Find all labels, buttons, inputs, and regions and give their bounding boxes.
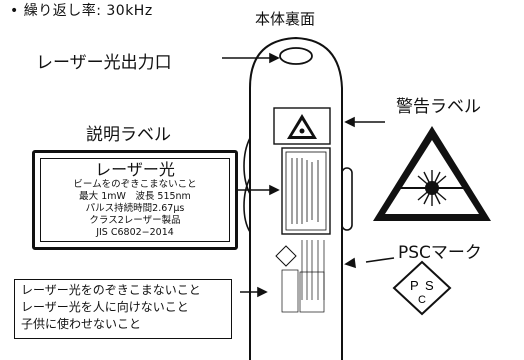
safety-note-line-1: レーザー光をのぞきこまないこと bbox=[21, 283, 201, 297]
label-title: レーザー光 bbox=[95, 160, 175, 179]
label-line-3: パルス持続時間2.67μs bbox=[85, 203, 185, 214]
psc-letter-s: S bbox=[425, 278, 434, 293]
safety-note-box: レーザー光をのぞきこまないこと レーザー光を人に向けないこと 子供に使わせないこ… bbox=[14, 279, 232, 339]
device-warning-label bbox=[273, 107, 331, 145]
device-psc-area bbox=[275, 240, 325, 313]
device-body-outline bbox=[249, 36, 343, 360]
warning-label-caption: 警告ラベル bbox=[396, 97, 481, 117]
laser-aperture-label: レーザー光出力口 bbox=[36, 53, 172, 73]
label-line-4: クラス2レーザー製品 bbox=[89, 215, 181, 226]
explanation-label-box: レーザー光 ビームをのぞきこまないこと 最大 1mW 波長 515nm パルス持… bbox=[32, 150, 238, 250]
psc-letter-c: C bbox=[418, 294, 426, 306]
laser-aperture bbox=[279, 47, 313, 65]
arrow-psc bbox=[365, 257, 395, 263]
explanation-label-inner: レーザー光 ビームをのぞきこまないこと 最大 1mW 波長 515nm パルス持… bbox=[40, 158, 230, 242]
repetition-rate-text: • 繰り返し率: 30kHz bbox=[10, 3, 153, 19]
back-view-title: 本体裏面 bbox=[255, 10, 316, 28]
side-button-lower bbox=[243, 177, 251, 233]
side-switch bbox=[341, 167, 353, 231]
label-line-2: 最大 1mW 波長 515nm bbox=[79, 191, 191, 202]
psc-mark-caption: PSCマーク bbox=[398, 243, 482, 263]
device-explanation-label bbox=[281, 147, 331, 235]
explanation-label-caption: 説明ラベル bbox=[86, 125, 171, 145]
safety-note-line-3: 子供に使わせないこと bbox=[21, 317, 142, 331]
psc-diamond bbox=[392, 260, 452, 316]
laser-warning-sign bbox=[373, 126, 491, 221]
psc-letter-p: P bbox=[410, 278, 419, 293]
label-line-1: ビームをのぞきこまないこと bbox=[73, 179, 197, 190]
label-line-5: JIS C6802−2014 bbox=[96, 227, 174, 238]
safety-note-line-2: レーザー光を人に向けないこと bbox=[21, 300, 189, 314]
